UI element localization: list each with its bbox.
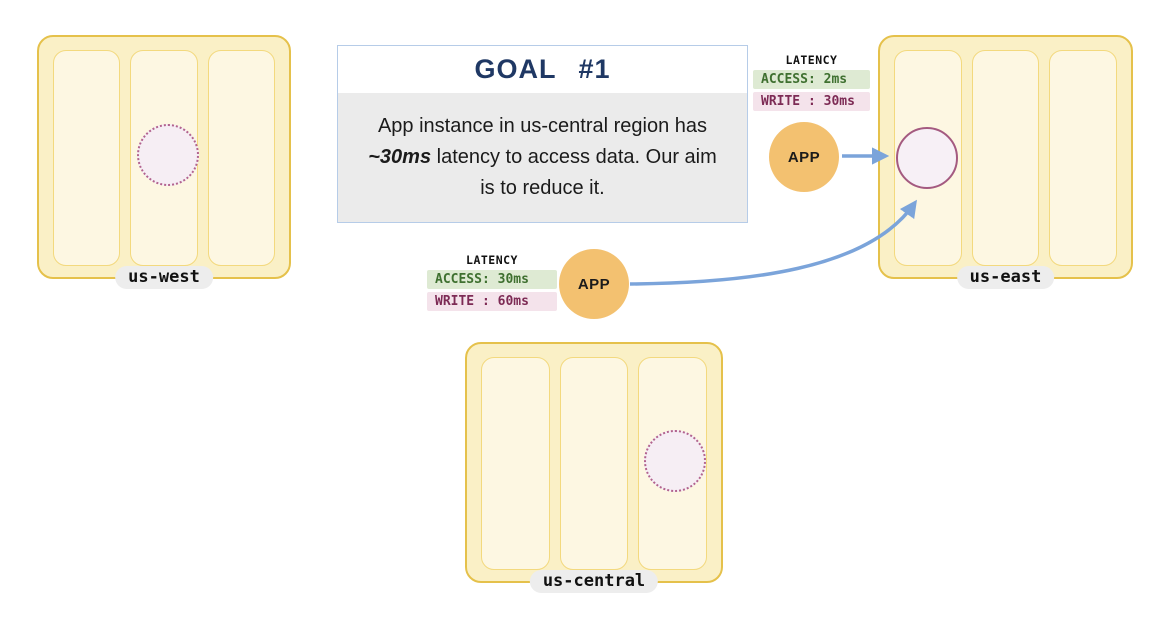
us-west-dotted-placeholder-circle bbox=[137, 124, 199, 186]
app-instance-central: APP bbox=[559, 249, 629, 319]
us-central-zone-2 bbox=[559, 357, 629, 570]
goal-body: App instance in us-central region has ~3… bbox=[338, 93, 747, 222]
region-label-us-west: us-west bbox=[115, 266, 213, 289]
goal-callout-box: GOAL #1 App instance in us-central regio… bbox=[337, 45, 748, 223]
latency-panel-central-app: LATENCY ACCESS: 30ms WRITE : 60ms bbox=[427, 253, 557, 311]
app-instance-east: APP bbox=[769, 122, 839, 192]
region-label-us-east: us-east bbox=[956, 266, 1055, 289]
region-label-us-central: us-central bbox=[529, 570, 659, 593]
us-central-zone-1 bbox=[481, 357, 550, 570]
goal-title: GOAL #1 bbox=[474, 54, 611, 84]
latency-write-badge: WRITE : 60ms bbox=[427, 292, 557, 311]
us-west-zone-1 bbox=[53, 50, 121, 266]
latency-write-badge: WRITE : 30ms bbox=[753, 92, 870, 111]
app-label: APP bbox=[787, 148, 821, 166]
us-east-zone-3 bbox=[1049, 50, 1118, 266]
latency-title: LATENCY bbox=[466, 253, 518, 267]
us-central-dotted-placeholder-circle bbox=[644, 430, 706, 492]
goal-body-part1: App instance in us-central region has bbox=[377, 115, 708, 137]
us-east-data-circle bbox=[896, 127, 958, 189]
goal-latency-highlight: ~30ms bbox=[368, 146, 432, 168]
region-us-west: us-west bbox=[37, 35, 291, 289]
us-west-zones bbox=[39, 37, 289, 277]
latency-access-badge: ACCESS: 2ms bbox=[753, 70, 870, 89]
app-label: APP bbox=[577, 275, 611, 293]
latency-panel-east-app: LATENCY ACCESS: 2ms WRITE : 30ms bbox=[753, 53, 870, 111]
goal-body-text: App instance in us-central region has ~3… bbox=[360, 111, 725, 204]
region-us-east: us-east bbox=[878, 35, 1133, 289]
goal-body-part2: latency to access data. Our aim is to re… bbox=[431, 146, 717, 199]
region-us-central: us-central bbox=[465, 342, 723, 593]
latency-access-badge: ACCESS: 30ms bbox=[427, 270, 557, 289]
us-east-zone-2 bbox=[971, 50, 1040, 266]
latency-title: LATENCY bbox=[785, 53, 838, 67]
us-west-zone-3 bbox=[207, 50, 275, 266]
goal-header: GOAL #1 bbox=[338, 46, 747, 93]
